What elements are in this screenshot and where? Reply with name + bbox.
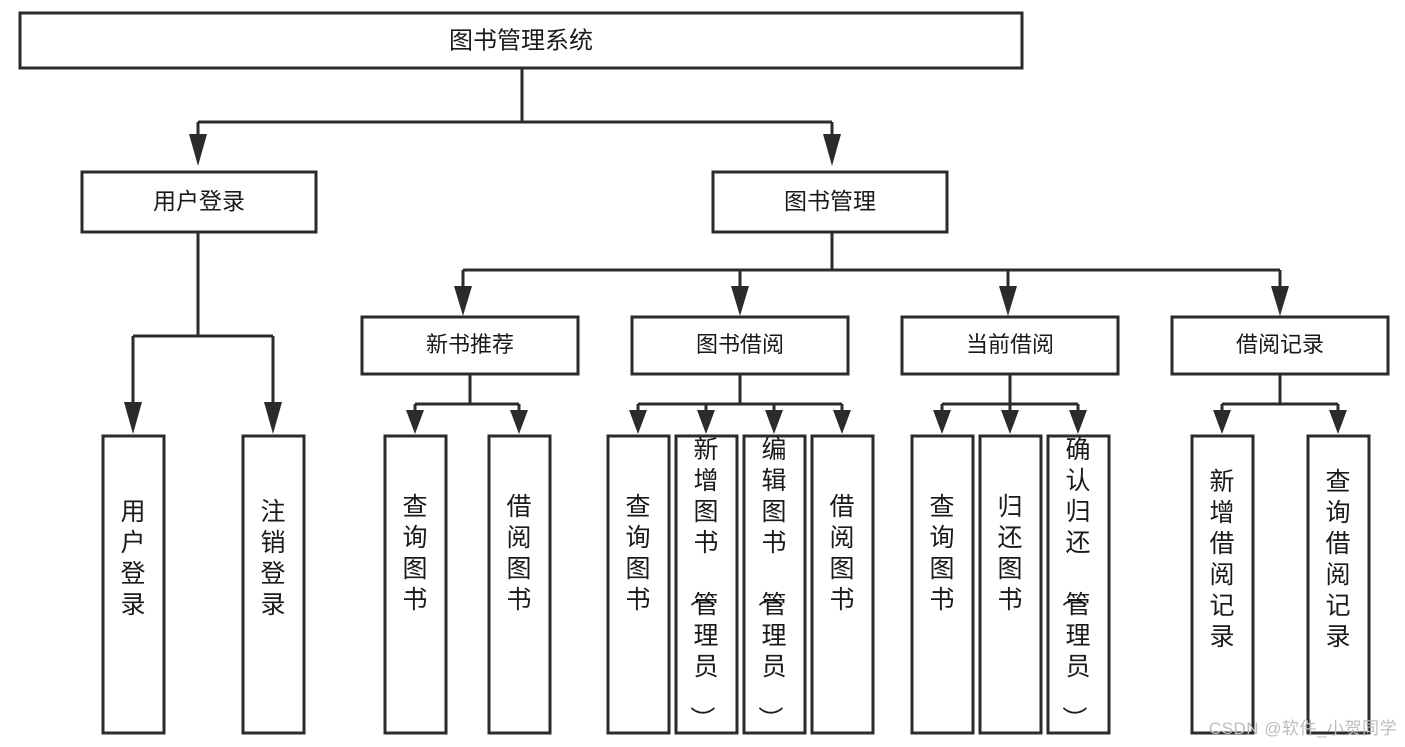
leaf-user-login-1-box[interactable] (101, 434, 166, 735)
node-current-borrow[interactable]: 当前借阅 (900, 315, 1120, 376)
node-new-book-recommend-label: 新书推荐 (426, 332, 514, 357)
arrow-head-leaf-user-login-2 (264, 402, 282, 434)
leaf-user-login-2-label: 注销登录 (260, 498, 285, 619)
node-current-borrow-label: 当前借阅 (966, 332, 1054, 357)
leaf-borrow-record-2[interactable]: 查询借阅记录 (1306, 434, 1371, 735)
leaf-book-borrow-4-box[interactable] (810, 434, 875, 735)
node-book-borrow-label: 图书借阅 (696, 332, 784, 357)
leaf-book-borrow-1-box[interactable] (606, 434, 671, 735)
node-borrow-record-box[interactable] (1170, 315, 1390, 376)
leaf-borrow-record-1-label: 新增借阅记录 (1209, 468, 1234, 651)
arrow-head-bookborrow (731, 286, 749, 316)
connector-group-root (189, 68, 841, 166)
leaf-borrow-record-1[interactable]: 新增借阅记录 (1190, 434, 1255, 735)
node-root[interactable]: 图书管理系统 (18, 11, 1024, 70)
arrow-head-leaf-newbook-2 (510, 410, 528, 434)
node-root-label: 图书管理系统 (449, 27, 593, 54)
leaf-new-book-2-box[interactable] (487, 434, 552, 735)
leaf-current-borrow-1-box[interactable] (910, 434, 975, 735)
arrow-head-newbook (454, 286, 472, 316)
leaf-current-borrow-3-box[interactable] (1046, 434, 1111, 735)
arrow-head-leaf-currentborrow-3 (1069, 410, 1087, 434)
node-new-book-recommend[interactable]: 新书推荐 (360, 315, 580, 376)
leaf-user-login-2[interactable]: 注销登录 (241, 434, 306, 735)
leaf-current-borrow-1[interactable]: 查询图书 (910, 434, 975, 735)
leaf-current-borrow-2-box[interactable] (978, 434, 1043, 735)
connector-group-bookborrow (629, 374, 851, 434)
leaf-new-book-1-box[interactable] (383, 434, 448, 735)
leaf-current-borrow-3-label: 确认归还（管理员） (1059, 436, 1090, 731)
arrow-head-leaf-newbook-1 (406, 410, 424, 434)
arrow-head-leaf-borrowrecord-1 (1213, 410, 1231, 434)
arrow-head-leaf-currentborrow-1 (933, 410, 951, 434)
arrow-head-leaf-bookborrow-3 (765, 410, 783, 434)
leaf-book-borrow-4-label: 借阅图书 (829, 493, 854, 614)
arrow-head-currentborrow (999, 286, 1017, 316)
leaf-current-borrow-3[interactable]: 确认归还（管理员） (1046, 434, 1111, 735)
arrow-head-leaf-borrowrecord-2 (1329, 410, 1347, 434)
arrow-head-leaf-bookborrow-4 (833, 410, 851, 434)
arrow-head-borrowrecord (1271, 286, 1289, 316)
arrow-head-userlogin (189, 134, 207, 166)
leaf-borrow-record-2-box[interactable] (1306, 434, 1371, 735)
connector-group-newbook (406, 374, 528, 434)
node-book-borrow-box[interactable] (630, 315, 850, 376)
leaf-current-borrow-2-label: 归还图书 (997, 493, 1022, 614)
arrow-head-leaf-currentborrow-2 (1001, 410, 1019, 434)
leaf-book-borrow-2[interactable]: 新增图书（管理员） (674, 434, 739, 735)
node-book-management[interactable]: 图书管理 (711, 170, 949, 234)
leaf-new-book-2[interactable]: 借阅图书 (487, 434, 552, 735)
leaf-new-book-1-label: 查询图书 (402, 493, 427, 614)
node-user-login[interactable]: 用户登录 (80, 170, 318, 234)
node-user-login-label: 用户登录 (153, 188, 245, 214)
leaf-book-borrow-1-label: 查询图书 (625, 493, 650, 614)
leaf-user-login-1[interactable]: 用户登录 (101, 434, 166, 735)
leaf-current-borrow-1-label: 查询图书 (929, 493, 954, 614)
arrow-head-leaf-bookborrow-2 (697, 410, 715, 434)
connector-group-bookmgmt (454, 232, 1289, 316)
arrow-head-leaf-bookborrow-1 (629, 410, 647, 434)
leaf-book-borrow-2-label: 新增图书（管理员） (687, 436, 718, 731)
leaf-borrow-record-1-box[interactable] (1190, 434, 1255, 735)
connector-group-borrowrecord (1213, 374, 1347, 434)
leaf-new-book-2-label: 借阅图书 (506, 493, 531, 614)
leaf-user-login-1-label: 用户登录 (120, 498, 145, 619)
leaf-book-borrow-1[interactable]: 查询图书 (606, 434, 671, 735)
leaf-new-book-1[interactable]: 查询图书 (383, 434, 448, 735)
leaf-borrow-record-2-label: 查询借阅记录 (1325, 468, 1350, 651)
connector-group-currentborrow (933, 374, 1087, 434)
node-current-borrow-box[interactable] (900, 315, 1120, 376)
leaf-book-borrow-2-box[interactable] (674, 434, 739, 735)
arrow-head-bookmgmt (823, 134, 841, 166)
leaf-book-borrow-4[interactable]: 借阅图书 (810, 434, 875, 735)
node-user-login-box[interactable] (80, 170, 318, 234)
arrow-head-leaf-user-login-1 (124, 402, 142, 434)
node-book-management-label: 图书管理 (784, 188, 876, 214)
leaf-book-borrow-3-box[interactable] (742, 434, 807, 735)
node-borrow-record[interactable]: 借阅记录 (1170, 315, 1390, 376)
leaf-current-borrow-2[interactable]: 归还图书 (978, 434, 1043, 735)
node-new-book-recommend-box[interactable] (360, 315, 580, 376)
leaf-book-borrow-3-label: 编辑图书（管理员） (755, 436, 786, 731)
node-root-box[interactable] (18, 11, 1024, 70)
node-book-management-box[interactable] (711, 170, 949, 234)
node-borrow-record-label: 借阅记录 (1236, 332, 1324, 357)
leaf-user-login-2-box[interactable] (241, 434, 306, 735)
node-book-borrow[interactable]: 图书借阅 (630, 315, 850, 376)
leaf-book-borrow-3[interactable]: 编辑图书（管理员） (742, 434, 807, 735)
connector-group-userlogin (124, 232, 282, 434)
